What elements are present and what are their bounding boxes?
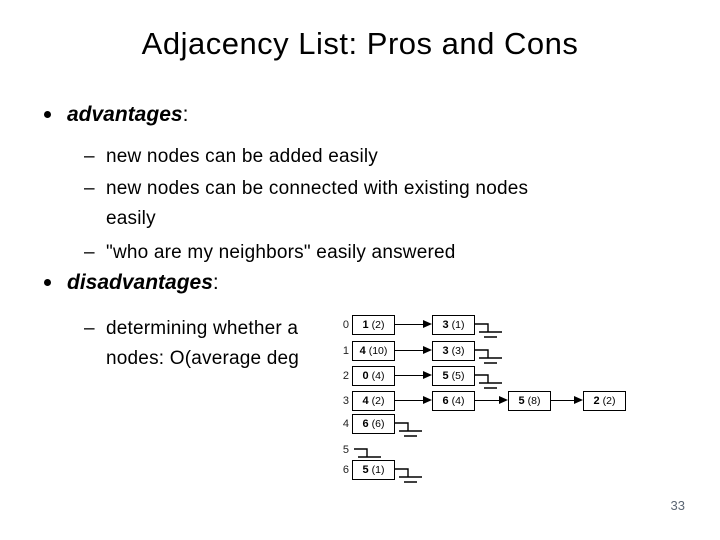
diagram-row-label: 2 — [342, 370, 349, 382]
text-line: nodes: O(average deg — [106, 348, 300, 369]
advantage-item-2-text: new nodes can be connected with existing… — [106, 174, 528, 234]
diagram-row-label: 0 — [342, 319, 349, 331]
pointer-arrow-icon — [395, 396, 432, 404]
advantages-colon: : — [182, 103, 189, 126]
ground-null-icon — [394, 419, 434, 446]
text-line: determining whether a — [106, 318, 299, 339]
list-node-box: 3(3) — [432, 341, 475, 361]
dash-bullet: – — [84, 318, 95, 339]
list-node-box: 4(2) — [352, 391, 395, 411]
node-vertex: 2 — [593, 395, 600, 407]
list-node-box: 3(1) — [432, 315, 475, 335]
pointer-arrow-icon — [395, 346, 432, 354]
node-vertex: 1 — [362, 319, 369, 331]
disadvantage-item-1-text: determining whether a nodes: O(average d… — [106, 314, 299, 374]
advantage-item-2: – new nodes can be connected with existi… — [84, 174, 528, 234]
node-weight: (4) — [451, 395, 465, 407]
node-vertex: 3 — [442, 345, 449, 357]
node-vertex: 4 — [359, 345, 366, 357]
advantages-heading: advantages: — [44, 101, 188, 128]
list-node-box: 1(2) — [352, 315, 395, 335]
diagram-row-label: 3 — [342, 395, 349, 407]
node-vertex: 4 — [362, 395, 369, 407]
disadvantages-keyword: disadvantages — [67, 271, 213, 294]
advantages-keyword: advantages — [67, 103, 183, 126]
diagram-row-label: 1 — [342, 345, 349, 357]
ground-null-icon — [474, 371, 514, 398]
advantage-item-3: – "who are my neighbors" easily answered — [84, 238, 456, 268]
ground-null-icon — [474, 346, 514, 373]
node-weight: (1) — [451, 319, 465, 331]
dash-bullet: – — [84, 146, 95, 167]
dash-bullet: – — [84, 242, 95, 263]
text-line: "who are my neighbors" easily answered — [106, 242, 456, 263]
list-node-box: 6(4) — [432, 391, 475, 411]
node-weight: (3) — [451, 345, 465, 357]
node-weight: (8) — [527, 395, 541, 407]
disadvantages-heading: disadvantages: — [44, 269, 219, 296]
diagram-row-label: 4 — [342, 418, 349, 430]
node-vertex: 5 — [518, 395, 525, 407]
slide-title: Adjacency List: Pros and Cons — [141, 26, 579, 61]
text-line: easily — [106, 208, 156, 229]
node-weight: (2) — [371, 395, 385, 407]
node-vertex: 6 — [362, 418, 369, 430]
advantage-item-1: – new nodes can be added easily — [84, 142, 378, 172]
node-vertex: 6 — [442, 395, 449, 407]
disadvantages-heading-text: disadvantages: — [67, 269, 219, 296]
disadvantages-colon: : — [212, 271, 219, 294]
disadvantage-item-1: – determining whether a nodes: O(average… — [84, 314, 299, 374]
advantage-item-3-text: "who are my neighbors" easily answered — [106, 238, 456, 268]
list-node-box: 5(5) — [432, 366, 475, 386]
advantage-item-1-text: new nodes can be added easily — [106, 142, 378, 172]
list-node-box: 6(6) — [352, 414, 395, 434]
page-number: 33 — [670, 498, 685, 513]
node-weight: (6) — [371, 418, 385, 430]
ground-null-icon — [394, 465, 434, 492]
node-vertex: 5 — [442, 370, 449, 382]
bullet-dot-icon — [44, 279, 51, 286]
node-weight: (1) — [371, 464, 385, 476]
node-weight: (5) — [451, 370, 465, 382]
text-line: new nodes can be added easily — [106, 146, 378, 167]
text-line: new nodes can be connected with existing… — [106, 178, 529, 199]
pointer-arrow-icon — [475, 396, 508, 404]
node-weight: (4) — [371, 370, 385, 382]
dash-bullet: – — [84, 178, 95, 199]
bullet-dot-icon — [44, 111, 51, 118]
pointer-arrow-icon — [395, 320, 432, 328]
list-node-box: 5(8) — [508, 391, 551, 411]
node-vertex: 5 — [362, 464, 369, 476]
list-node-box: 2(2) — [583, 391, 626, 411]
list-node-box: 5(1) — [352, 460, 395, 480]
pointer-arrow-icon — [395, 371, 432, 379]
ground-null-icon — [474, 320, 514, 347]
diagram-row-label: 5 — [342, 444, 349, 456]
list-node-box: 4(10) — [352, 341, 395, 361]
node-vertex: 0 — [362, 370, 369, 382]
list-node-box: 0(4) — [352, 366, 395, 386]
advantages-heading-text: advantages: — [67, 101, 188, 128]
node-weight: (10) — [368, 345, 388, 357]
diagram-row-label: 6 — [342, 464, 349, 476]
node-weight: (2) — [371, 319, 385, 331]
node-vertex: 3 — [442, 319, 449, 331]
node-weight: (2) — [602, 395, 616, 407]
pointer-arrow-icon — [551, 396, 583, 404]
